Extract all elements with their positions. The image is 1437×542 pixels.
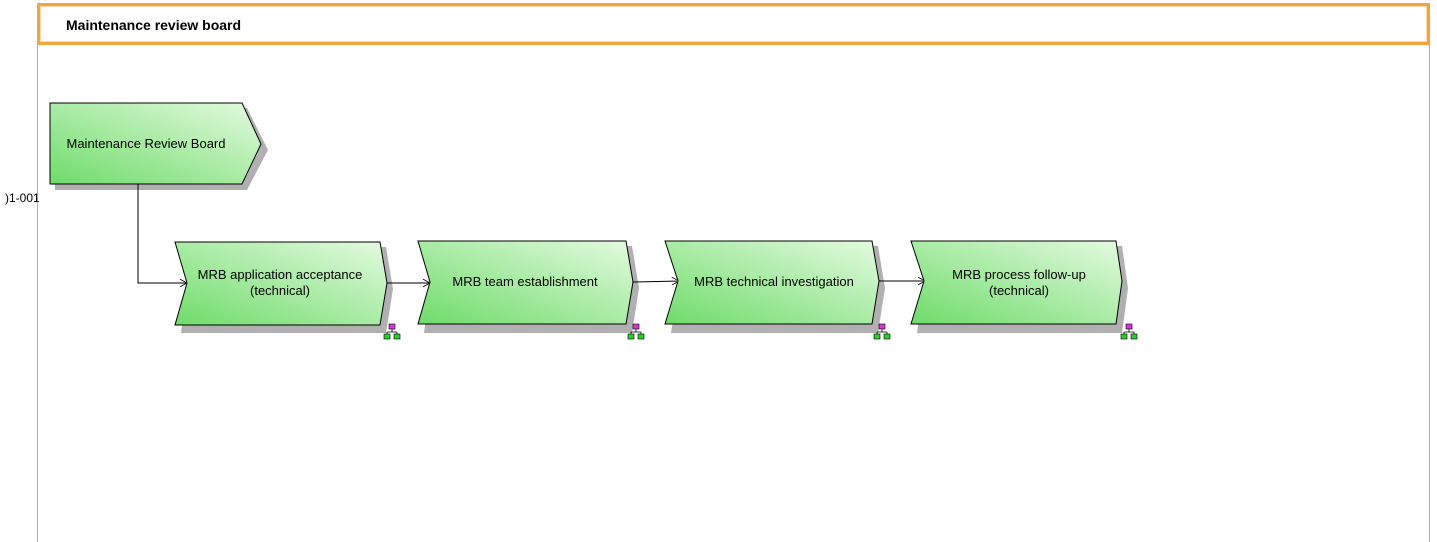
subprocess-icon[interactable] — [1120, 323, 1138, 340]
frame-right-border — [1429, 45, 1430, 542]
step-shape-2[interactable] — [417, 240, 639, 333]
step-label-2: MRB team establishment — [452, 274, 598, 289]
root-process-label: Maintenance Review Board — [66, 136, 226, 151]
step-label-1: MRB application acceptance (technical) — [197, 267, 363, 298]
board-title-bar: Maintenance review board — [37, 3, 1430, 45]
board-title: Maintenance review board — [66, 17, 242, 33]
step-shape-3[interactable] — [664, 240, 885, 333]
step-label-3: MRB technical investigation — [694, 274, 854, 289]
root-process-shape[interactable] — [49, 102, 268, 190]
step-shape-4[interactable] — [910, 240, 1128, 333]
subprocess-icon[interactable] — [383, 323, 401, 340]
frame-left-border — [37, 45, 38, 542]
step-shape-1[interactable] — [174, 241, 393, 333]
subprocess-icon[interactable] — [873, 323, 891, 340]
subprocess-icon[interactable] — [627, 323, 645, 340]
connector-root-to-step1 — [137, 184, 187, 283]
connector-step2-to-step3 — [632, 281, 679, 282]
step-label-4: MRB process follow-up (technical) — [952, 267, 1086, 298]
process-id-label: )1-001 — [5, 191, 40, 205]
